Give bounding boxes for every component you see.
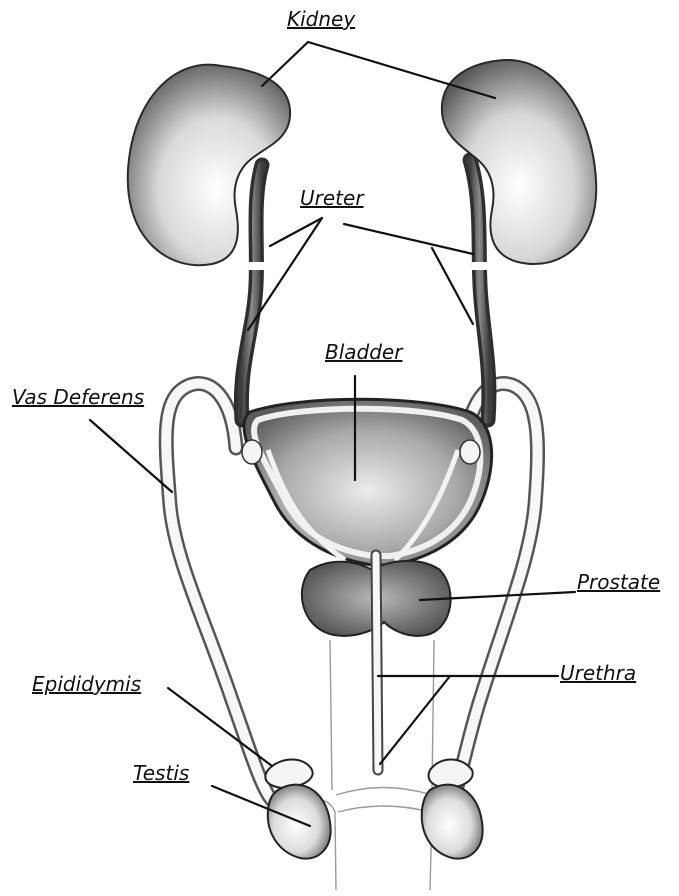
leader-epididymis <box>168 688 272 766</box>
seminal-vesicle-right <box>460 440 480 464</box>
label-ureter: Ureter <box>300 186 365 210</box>
label-urethra: Urethra <box>560 661 636 685</box>
leader-urethra-2 <box>380 676 450 764</box>
label-vas-deferens: Vas Deferens <box>12 385 144 409</box>
leader-kidney-left <box>262 42 308 86</box>
label-testis: Testis <box>133 761 189 785</box>
left-epididymis <box>265 760 312 789</box>
ureters <box>241 160 489 420</box>
leader-ureter-1 <box>270 218 322 246</box>
label-kidney: Kidney <box>287 7 356 31</box>
label-prostate: Prostate <box>577 570 660 594</box>
label-epididymis: Epididymis <box>32 672 141 696</box>
seminal-vesicle-left <box>242 440 262 464</box>
label-bladder: Bladder <box>325 340 404 364</box>
right-testis-group <box>422 760 483 859</box>
leader-ureter-3 <box>344 224 473 254</box>
leader-ureter-4 <box>432 248 473 324</box>
left-testis-group <box>265 760 330 859</box>
